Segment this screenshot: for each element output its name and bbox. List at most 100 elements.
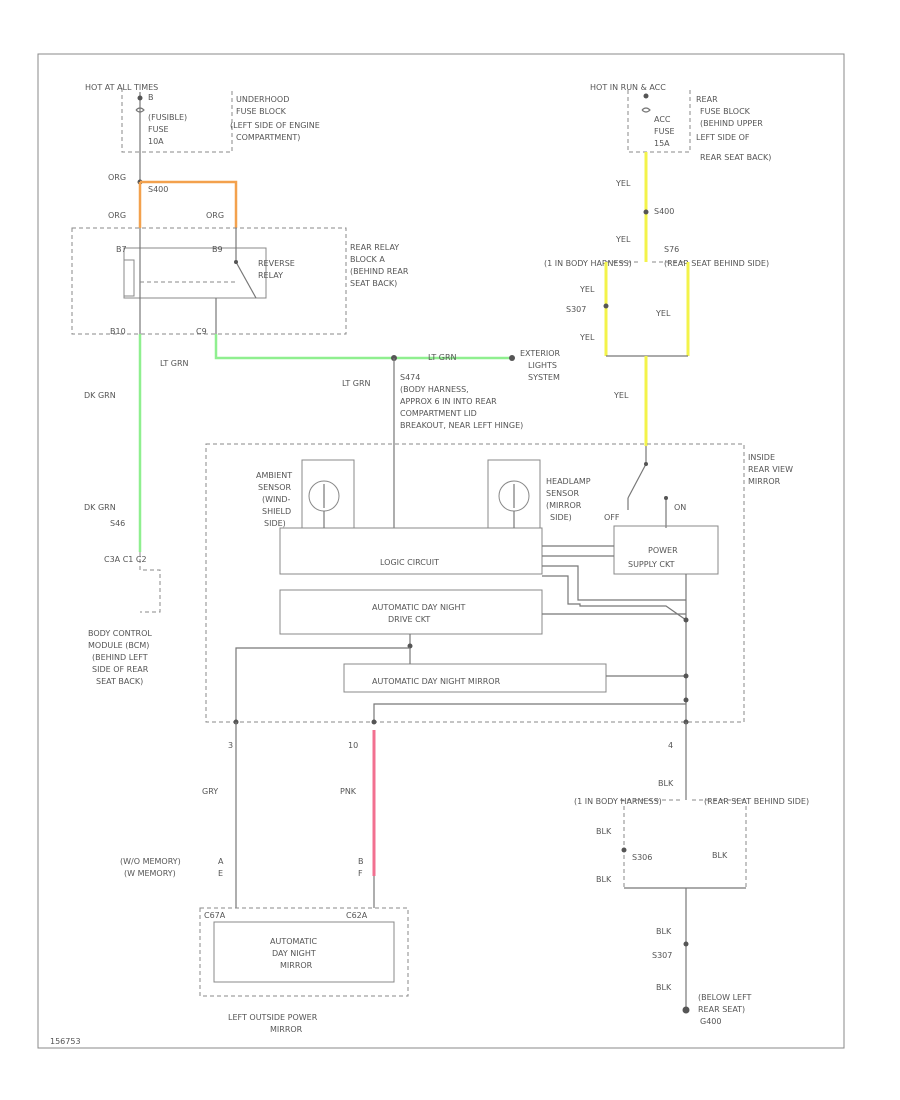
relay-pin-b7: B7 xyxy=(116,245,127,254)
fuse-right-fuse: FUSE xyxy=(654,127,675,136)
auto-mirror-element-label: AUTOMATIC DAY NIGHT MIRROR xyxy=(372,677,501,686)
reverse-relay-label-2: RELAY xyxy=(258,271,283,280)
headlamp-label-4: SIDE) xyxy=(550,513,572,522)
fuse-right-acc: ACC xyxy=(654,115,671,124)
fuse-left-fuse: FUSE xyxy=(148,125,169,134)
bcm-label-1: BODY CONTROL xyxy=(88,629,152,638)
exterior-lights-label-2: LIGHTS xyxy=(528,361,557,370)
dk-grn-label-1: DK GRN xyxy=(84,391,116,400)
splice-note-3: APPROX 6 IN INTO REAR xyxy=(400,397,497,406)
gry-label: GRY xyxy=(202,787,218,796)
logic-circuit-label: LOGIC CIRCUIT xyxy=(380,558,439,567)
ambient-label-4: SHIELD xyxy=(262,507,291,516)
outside-auto-label-1: AUTOMATIC xyxy=(270,937,318,946)
yel-label-2: YEL xyxy=(615,235,631,244)
headlamp-label-3: (MIRROR xyxy=(546,501,582,510)
mem-pin-f: F xyxy=(358,869,363,878)
ground-label-3: G400 xyxy=(700,1017,721,1026)
rear-relay-label-4: SEAT BACK) xyxy=(350,279,397,288)
inside-mirror-label-3: MIRROR xyxy=(748,477,781,486)
orange-wire-branch xyxy=(140,180,238,228)
mirror-connector-1: C67A xyxy=(204,911,226,920)
blk-label-1: BLK xyxy=(658,779,674,788)
bcm-label-3: (BEHIND LEFT xyxy=(92,653,148,662)
ambient-label-5: SIDE) xyxy=(264,519,286,528)
inside-mirror-label-2: REAR VIEW xyxy=(748,465,793,474)
left-outside-label-1: LEFT OUTSIDE POWER xyxy=(228,1013,318,1022)
underhood-label-4: COMPARTMENT) xyxy=(236,133,300,142)
yel-label-5: YEL xyxy=(655,309,671,318)
mem-pin-e: E xyxy=(218,869,223,878)
org-label-1: ORG xyxy=(108,173,126,182)
rear-fuse-label-4: LEFT SIDE OF xyxy=(696,133,750,142)
splice-note-2: (BODY HARNESS, xyxy=(400,385,469,394)
lt-grn-label-3: LT GRN xyxy=(342,379,371,388)
pin-4-label: 4 xyxy=(668,741,673,750)
yel-label-6: YEL xyxy=(613,391,629,400)
fuse-left-fusible: (FUSIBLE) xyxy=(148,113,187,122)
switch-on-label: ON xyxy=(674,503,686,512)
power-supply-label-2: SUPPLY CKT xyxy=(628,560,675,569)
blk-splice-label: S306 xyxy=(632,853,652,862)
ground-label-1: (BELOW LEFT xyxy=(698,993,752,1002)
yel-connector-right: (REAR SEAT BEHIND SIDE) xyxy=(664,259,769,268)
inside-mirror-label-1: INSIDE xyxy=(748,453,775,462)
underhood-label-3: (LEFT SIDE OF ENGINE xyxy=(230,121,320,130)
headlamp-label-1: HEADLAMP xyxy=(546,477,591,486)
exterior-lights-label-1: EXTERIOR xyxy=(520,349,561,358)
rear-fuse-label-5: REAR SEAT BACK) xyxy=(700,153,771,162)
org-label-2: ORG xyxy=(108,211,126,220)
underhood-label-2: FUSE BLOCK xyxy=(236,107,287,116)
light-green-wire xyxy=(214,334,512,360)
ambient-sensor xyxy=(301,459,355,529)
bcm-label-5: SEAT BACK) xyxy=(96,677,143,686)
yel-label-3: YEL xyxy=(579,285,595,294)
rear-fuse-block xyxy=(627,90,691,153)
inside-mirror-box xyxy=(205,443,745,723)
blk-label-6: BLK xyxy=(656,983,672,992)
pin-3-label: 3 xyxy=(228,741,233,750)
ambient-label-2: SENSOR xyxy=(258,483,291,492)
relay-pin-b9: B9 xyxy=(212,245,223,254)
memory-label-2: (W MEMORY) xyxy=(124,869,176,878)
outside-mirror-box xyxy=(199,907,409,997)
lt-grn-label-2: LT GRN xyxy=(428,353,457,362)
ground-label-2: REAR SEAT) xyxy=(698,1005,745,1014)
hot-at-all-times-label: HOT AT ALL TIMES xyxy=(85,83,158,92)
rear-relay-label-3: (BEHIND REAR xyxy=(350,267,409,276)
reverse-relay-label-1: REVERSE xyxy=(258,259,295,268)
outside-auto-label-3: MIRROR xyxy=(280,961,313,970)
hot-in-run-acc-label: HOT IN RUN & ACC xyxy=(590,83,666,92)
outside-auto-label-2: DAY NIGHT xyxy=(272,949,316,958)
auto-drive-box xyxy=(279,589,543,635)
fuse-left-b: B xyxy=(148,93,154,102)
mem-pin-a: A xyxy=(218,857,224,866)
rear-fuse-label-1: REAR xyxy=(696,95,718,104)
switch-off-label: OFF xyxy=(604,513,620,522)
dk-grn-splice: S46 xyxy=(110,519,125,528)
memory-label-1: (W/O MEMORY) xyxy=(120,857,181,866)
bcm-label-4: SIDE OF REAR xyxy=(92,665,149,674)
headlamp-label-2: SENSOR xyxy=(546,489,579,498)
rear-relay-label-2: BLOCK A xyxy=(350,255,385,264)
org-splice-label: S400 xyxy=(148,185,168,194)
mirror-switch xyxy=(627,446,668,528)
diagram-frame xyxy=(37,53,845,1049)
auto-drive-label-2: DRIVE CKT xyxy=(388,615,430,624)
left-outside-label-2: MIRROR xyxy=(270,1025,303,1034)
underhood-label-1: UNDERHOOD xyxy=(236,95,289,104)
splice-note-5: BREAKOUT, NEAR LEFT HINGE) xyxy=(400,421,523,430)
blk-label-4: BLK xyxy=(596,875,612,884)
figure-id: 156753 xyxy=(50,1037,81,1046)
fuse-right-rating: 15A xyxy=(654,139,670,148)
underhood-fuse-block xyxy=(121,88,233,185)
yel-label-4: YEL xyxy=(579,333,595,342)
blk-label-5: BLK xyxy=(656,927,672,936)
pin-10-label: 10 xyxy=(348,741,358,750)
blk-label-2: BLK xyxy=(596,827,612,836)
bcm-connector-label: C3A C1 C2 xyxy=(104,555,147,564)
bcm-label-2: MODULE (BCM) xyxy=(88,641,149,650)
power-supply-box xyxy=(613,525,719,575)
yel-label-1: YEL xyxy=(615,179,631,188)
